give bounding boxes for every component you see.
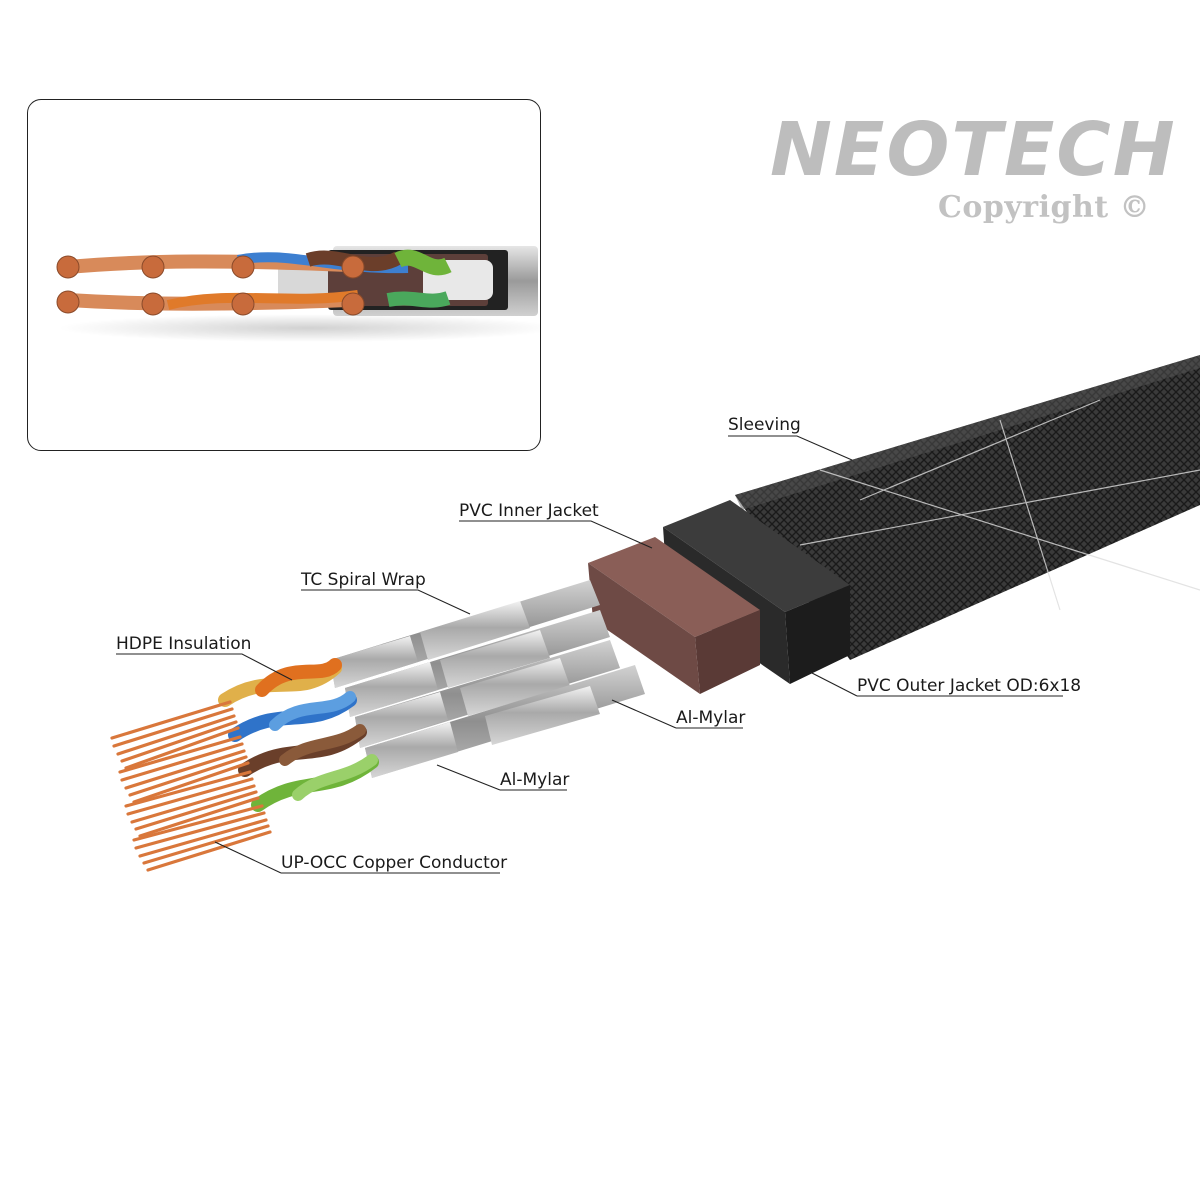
inset-wires: [67, 249, 452, 311]
label-al-mylar-pair: Al-Mylar: [676, 708, 745, 728]
label-hdpe-insulation: HDPE Insulation: [116, 634, 251, 654]
copyright-notice: Copyright ©: [938, 190, 1151, 225]
label-pvc-inner-jacket: PVC Inner Jacket: [459, 501, 599, 521]
pair-2: [345, 610, 610, 717]
brand-logo: NEOTECH Copyright ©: [770, 110, 1175, 230]
inset-shadow: [58, 314, 540, 342]
insulated-conductors: [218, 658, 379, 812]
sleeving-layer: [735, 355, 1200, 660]
copper-conductors: [110, 700, 272, 872]
label-sleeving: Sleeving: [728, 415, 801, 435]
label-tc-spiral-wrap: TC Spiral Wrap: [300, 570, 426, 590]
inset-conductor-ends: [56, 255, 365, 316]
pvc-inner-jacket: [588, 537, 760, 694]
pair-4: [365, 665, 645, 778]
leader-lines: [116, 435, 1063, 874]
inset-cable-closeup: [27, 99, 541, 451]
shielded-pairs: [330, 580, 645, 778]
pair-3: [355, 640, 620, 748]
pair-1: [330, 580, 600, 688]
label-pvc-outer-jacket: PVC Outer Jacket OD:6x18: [857, 676, 1081, 696]
brand-wordmark: NEOTECH: [770, 107, 1177, 193]
label-conductor: UP-OCC Copper Conductor: [281, 853, 507, 873]
label-al-mylar-inner: Al-Mylar: [500, 770, 569, 790]
inset-illustration: [56, 246, 540, 342]
